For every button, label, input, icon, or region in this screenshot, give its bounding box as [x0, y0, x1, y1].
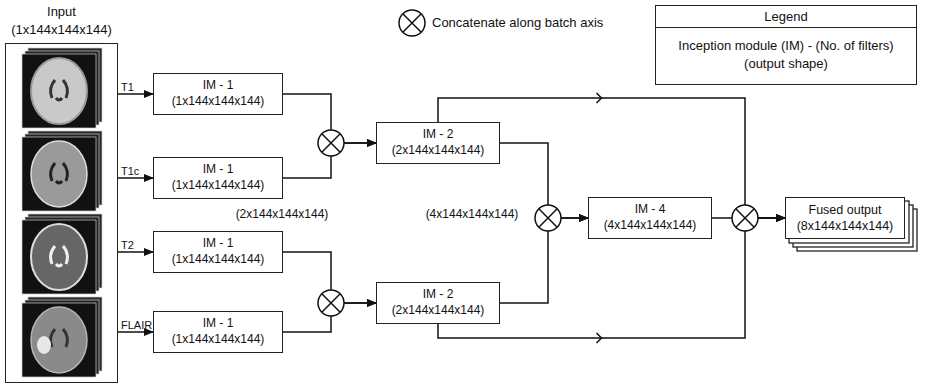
concat-cross	[539, 209, 557, 227]
legend-body: Inception module (IM) - (No. of filters)…	[656, 28, 916, 76]
concat-symbol	[318, 130, 344, 156]
brain	[31, 224, 87, 290]
output-box: Fused output(8x144x144x144)	[785, 197, 905, 239]
lesion	[37, 336, 51, 354]
slice-layer	[22, 303, 96, 377]
mri-slice-stack	[22, 297, 102, 377]
legend-line: Inception module (IM) - (No. of filters)	[664, 37, 908, 55]
slice-layer	[22, 54, 96, 128]
connector-line	[500, 143, 588, 218]
module-name: Fused output	[809, 202, 882, 218]
connector-line	[500, 218, 588, 303]
concat-cross	[322, 294, 340, 312]
connector-line	[283, 94, 376, 143]
concat-circle	[318, 130, 344, 156]
legend-box: LegendInception module (IM) - (No. of fi…	[655, 5, 917, 85]
mri-slice-stack	[22, 131, 102, 211]
connector	[500, 218, 588, 303]
concat-cross	[736, 209, 754, 227]
brain	[31, 58, 87, 124]
channel-label: FLAIR	[121, 319, 152, 331]
concat-cross	[403, 14, 421, 32]
slice-layer	[22, 220, 96, 294]
module-name: IM - 2	[423, 127, 454, 143]
mri-slice-stack	[22, 214, 102, 294]
inception-module-box: IM - 1(1x144x144x144)	[153, 231, 283, 273]
shape-text: (1x144x144x144)	[172, 252, 265, 268]
input-frame: Input(1x144x144x144)	[5, 43, 118, 383]
connector-line	[283, 252, 376, 303]
connector	[283, 143, 376, 178]
connector	[118, 252, 153, 253]
connector	[118, 332, 153, 333]
heading-text: (1x144x144x144)	[0, 21, 137, 39]
shape-annotation: (4x144x144x144)	[426, 207, 519, 221]
connector	[283, 94, 376, 143]
connector-line	[118, 93, 153, 95]
channel-label: T1c	[121, 165, 139, 177]
legend-entry: Concatenate along batch axis	[432, 15, 603, 30]
heading-text: Input	[0, 3, 137, 21]
shape-text: (2x144x144x144)	[392, 143, 485, 159]
legend-line: (output shape)	[664, 55, 908, 73]
module-name: IM - 2	[423, 287, 454, 303]
concat-circle	[535, 205, 561, 231]
inception-module-box: IM - 1(1x144x144x144)	[153, 157, 283, 199]
flow-chevron	[597, 93, 602, 103]
shape-text: (8x144x144x144)	[797, 218, 894, 234]
module-name: IM - 4	[635, 202, 666, 218]
legend-heading: Legend	[656, 6, 916, 28]
channel-label: T1	[121, 81, 134, 93]
shape-text: (4x144x144x144)	[604, 218, 697, 234]
module-name: IM - 1	[203, 162, 234, 178]
connector	[283, 303, 376, 332]
shape-text: (1x144x144x144)	[172, 332, 265, 348]
mri-slice-stack	[22, 48, 102, 128]
concat-symbol	[732, 205, 758, 231]
connector	[118, 178, 153, 179]
module-name: IM - 1	[203, 78, 234, 94]
input-heading: Input(1x144x144x144)	[0, 3, 137, 38]
concat-circle	[399, 10, 425, 36]
inception-module-box: IM - 2(2x144x144x144)	[376, 282, 500, 324]
connector-line	[118, 251, 153, 253]
connector	[500, 143, 588, 218]
shape-text: (2x144x144x144)	[392, 303, 485, 319]
shape-text: (1x144x144x144)	[172, 178, 265, 194]
legend-concat-symbol	[399, 10, 425, 36]
connector-line	[118, 177, 153, 179]
shape-text: (1x144x144x144)	[172, 94, 265, 110]
inception-module-box: IM - 4(4x144x144x144)	[588, 197, 712, 239]
concat-circle	[732, 205, 758, 231]
flow-chevron	[597, 333, 602, 343]
concat-symbol	[318, 290, 344, 316]
channel-label: T2	[121, 239, 134, 251]
shape-annotation: (2x144x144x144)	[236, 207, 329, 221]
connector	[283, 252, 376, 303]
concat-cross	[322, 134, 340, 152]
module-name: IM - 1	[203, 236, 234, 252]
brain	[31, 141, 87, 207]
ventricle	[51, 163, 68, 183]
connector-line	[118, 331, 153, 333]
slice-layer	[22, 137, 96, 211]
ventricle	[51, 329, 68, 347]
connector	[118, 94, 153, 95]
module-name: IM - 1	[203, 316, 234, 332]
inception-module-box: IM - 2(2x144x144x144)	[376, 122, 500, 164]
connector-line	[283, 143, 376, 178]
concat-circle	[318, 290, 344, 316]
brain	[31, 307, 87, 373]
connector-line	[283, 303, 376, 332]
inception-module-box: IM - 1(1x144x144x144)	[153, 73, 283, 115]
inception-module-box: IM - 1(1x144x144x144)	[153, 311, 283, 353]
ventricle	[51, 246, 68, 266]
ventricle	[51, 80, 68, 100]
concat-symbol	[535, 205, 561, 231]
